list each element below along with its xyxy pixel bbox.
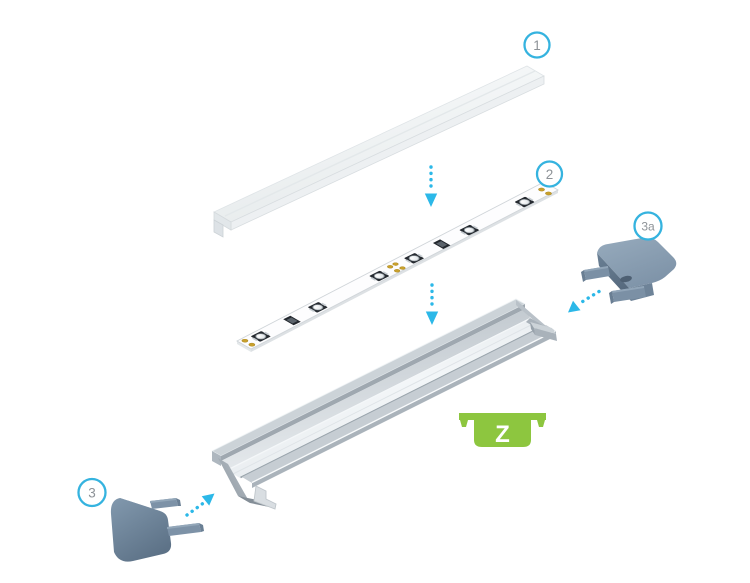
solder-pads xyxy=(538,187,552,196)
resistor-chip xyxy=(283,315,301,326)
part-label-3a: 3a xyxy=(633,211,663,241)
diffuser-cover xyxy=(213,65,545,238)
aluminum-profile xyxy=(211,298,557,510)
cap3a-slot-hole xyxy=(620,275,632,283)
part-label-ring xyxy=(633,211,663,241)
cap3-front-face xyxy=(110,498,172,562)
z-badge-body xyxy=(474,419,531,447)
led-chip xyxy=(369,270,389,282)
cap3a-top-face xyxy=(597,237,677,288)
part-label-ring xyxy=(523,31,551,59)
diffuser-crease-line xyxy=(224,70,536,217)
part-label-3: 3 xyxy=(77,477,107,508)
cap3-peg-lower xyxy=(167,523,204,536)
profile-far-edge-highlight xyxy=(251,329,557,484)
profile-near-flange-lip xyxy=(221,304,525,461)
resistor-chip xyxy=(432,239,451,249)
led-chip xyxy=(459,224,479,236)
led-strip xyxy=(236,181,559,352)
part-label-1: 1 xyxy=(523,31,551,59)
z-badge-top-bar xyxy=(459,413,546,420)
cap3a-peg-upper xyxy=(581,266,610,282)
cap3-peg-upper xyxy=(150,498,181,509)
arrow-left-icon xyxy=(579,289,601,305)
solder-pads xyxy=(241,338,256,347)
led-chip xyxy=(308,302,328,313)
profile-far-wall-edge xyxy=(240,324,545,479)
profile-left-end-cut-face xyxy=(253,485,277,510)
end-cap-left xyxy=(110,498,204,562)
led-chip xyxy=(404,253,424,264)
profile-far-flange-front xyxy=(252,331,556,488)
profile-inner-wall-near xyxy=(221,309,530,470)
cap3a-peg-lower xyxy=(609,286,646,304)
assembly-arrow-cap-left xyxy=(185,493,215,517)
arrow-down-head xyxy=(424,193,438,207)
end-cap-right xyxy=(581,237,677,304)
profile-far-flange-end-inner xyxy=(530,322,535,335)
arrow-right-head xyxy=(201,493,215,506)
led-strip-end-edge xyxy=(237,341,251,352)
profile-far-flange-end-top xyxy=(530,322,556,334)
part-label-text: 3a xyxy=(641,219,655,233)
arrow-down-head xyxy=(425,311,439,325)
part-label-2: 2 xyxy=(535,160,564,188)
profile-left-end-body-wall xyxy=(218,458,250,503)
profile-type-z-badge: Z xyxy=(459,413,546,448)
led-strip-front-edge xyxy=(251,190,558,352)
part-label-ring xyxy=(535,160,564,188)
assembly-arrow-cap-right xyxy=(568,289,601,313)
assembly-arrow-cover-down xyxy=(424,165,438,207)
led-chip xyxy=(514,196,535,208)
profile-floor-crease xyxy=(232,321,538,475)
profile-floor-highlight xyxy=(226,317,531,472)
z-badge-letter: Z xyxy=(495,421,510,448)
arrow-right-icon xyxy=(185,501,206,517)
profile-far-flange-end-face xyxy=(534,328,557,341)
part-label-text: 2 xyxy=(546,167,554,182)
profile-left-end-wing-lip xyxy=(212,451,221,466)
profile-far-flange-top xyxy=(242,325,556,483)
diffuser-clip-lip xyxy=(213,219,224,238)
part-label-text: 1 xyxy=(533,38,541,53)
arrow-left-head xyxy=(568,300,581,313)
part-label-text: 3 xyxy=(88,485,96,500)
cap3a-front-left-face xyxy=(597,253,631,301)
led-chip xyxy=(251,331,271,342)
z-badge-right-wing xyxy=(537,420,545,427)
diffuser-end-face xyxy=(213,211,232,231)
part-label-ring xyxy=(77,477,107,508)
z-badge-left-wing xyxy=(460,420,468,427)
assembly-arrow-strip-down xyxy=(425,283,439,325)
solder-pads xyxy=(387,262,406,273)
